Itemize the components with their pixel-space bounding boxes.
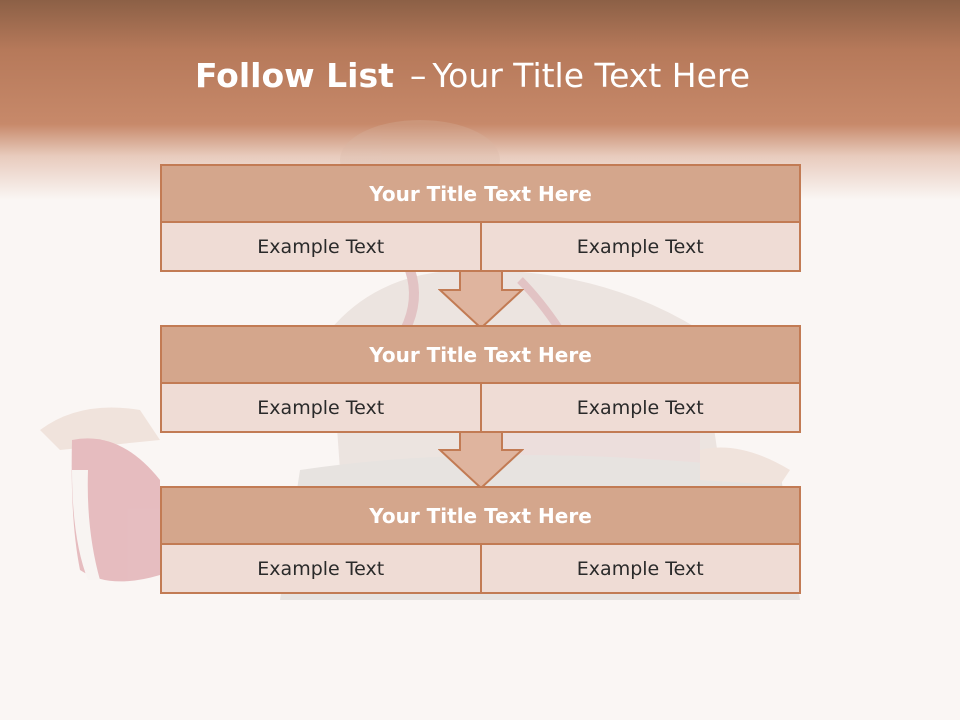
block-cell-right: Example Text (479, 384, 799, 431)
down-arrow-1 (438, 270, 524, 330)
block-row: Example Text Example Text (162, 384, 799, 431)
list-block-1: Your Title Text Here Example Text Exampl… (160, 164, 801, 272)
block-cell-left: Example Text (162, 223, 480, 270)
down-arrow-2 (438, 430, 524, 490)
block-title: Your Title Text Here (162, 327, 799, 384)
block-title: Your Title Text Here (162, 166, 799, 223)
list-block-2: Your Title Text Here Example Text Exampl… (160, 325, 801, 433)
slide-title-rest: Your Title Text Here (432, 56, 751, 95)
block-row: Example Text Example Text (162, 223, 799, 270)
block-cell-right: Example Text (479, 545, 799, 592)
block-cell-left: Example Text (162, 384, 480, 431)
slide-title-bold: Follow List (194, 56, 394, 95)
block-title: Your Title Text Here (162, 488, 799, 545)
block-cell-left: Example Text (162, 545, 480, 592)
slide-title-dash: – (409, 56, 427, 95)
slide-title: Follow List–Your Title Text Here (0, 56, 945, 96)
block-cell-right: Example Text (479, 223, 799, 270)
block-row: Example Text Example Text (162, 545, 799, 592)
list-block-3: Your Title Text Here Example Text Exampl… (160, 486, 801, 594)
